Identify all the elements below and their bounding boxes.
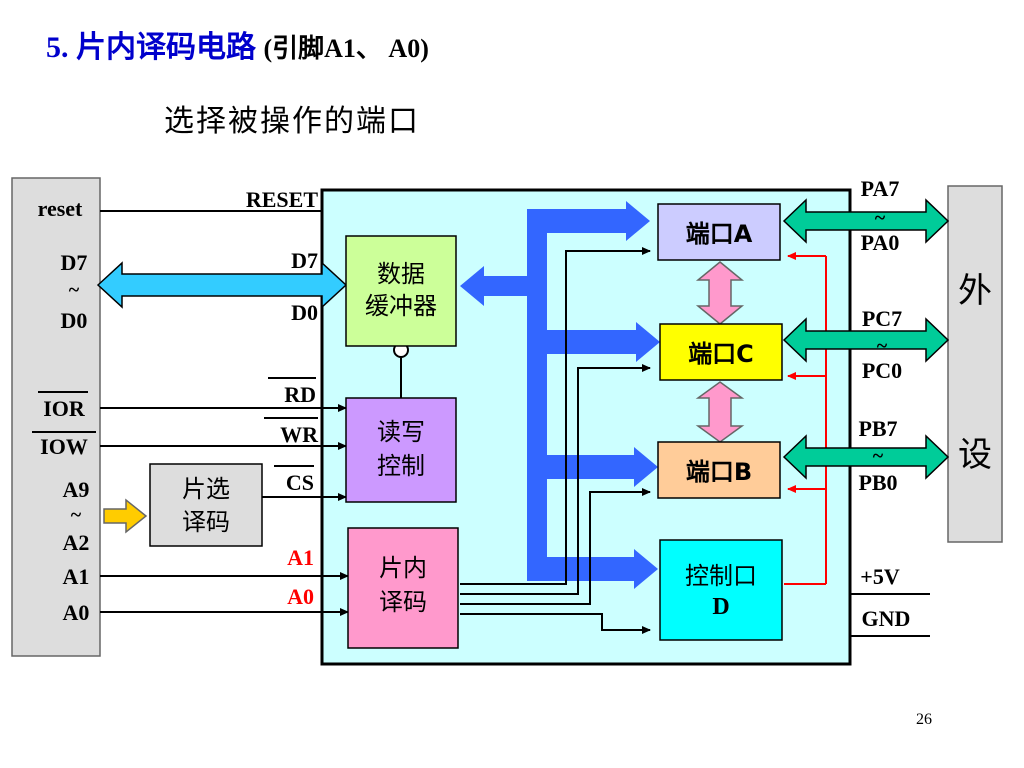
cpu-reset-label: reset <box>38 196 83 221</box>
decode-line-port-b <box>460 488 651 605</box>
pin-cs-label: CS <box>286 470 314 495</box>
peripheral-label-2: 设 <box>958 435 992 475</box>
rw-control-block <box>345 397 457 503</box>
port-a-block <box>657 203 781 261</box>
pin-vcc-label: +5V <box>860 564 900 589</box>
cpu-d7-label: D7 <box>61 250 88 275</box>
pin-wr-label: WR <box>280 422 319 447</box>
internal-decoder-label-2: 译码 <box>379 588 427 616</box>
pin-reset-label: RESET <box>246 187 318 212</box>
internal-decoder-block <box>347 527 459 649</box>
decode-line-control <box>460 613 651 634</box>
bus-to-port-c <box>547 322 660 362</box>
rw-control-label-1: 读写 <box>377 418 425 446</box>
data-buffer-label-2: 缓冲器 <box>365 292 437 320</box>
decode-line-port-c <box>460 364 651 595</box>
control-port-block <box>659 539 783 641</box>
title-paren: (引脚A1、 A0) <box>263 34 429 63</box>
pin-pc0-label: PC0 <box>862 358 902 383</box>
port-c-block <box>659 323 783 381</box>
cpu-data-tilde: ~ <box>69 279 80 301</box>
cpu-bus-panel <box>11 177 101 657</box>
bus-to-data-buffer <box>460 266 527 306</box>
pin-pa7-label: PA7 <box>861 176 900 201</box>
bus-to-port-a <box>547 201 650 241</box>
chip-select-label-2: 译码 <box>182 508 230 536</box>
pin-d7-label: D7 <box>291 248 318 273</box>
slide-title: 5. 片内译码电路 (引脚A1、 A0) <box>46 22 429 66</box>
pin-gnd-label: GND <box>862 606 911 631</box>
title-number: 5. <box>46 31 69 64</box>
port-a-label: 端口A <box>686 220 753 248</box>
chip-select-label-1: 片选 <box>182 475 230 503</box>
internal-decoder-label-1: 片内 <box>379 554 427 582</box>
port-c-bus <box>782 317 950 363</box>
pin-d0-label: D0 <box>291 300 318 325</box>
cpu-ior-label: IOR <box>43 396 86 421</box>
control-port-label-2: D <box>712 594 729 620</box>
port-b-label: 端口B <box>686 458 752 486</box>
pin-pc7-label: PC7 <box>862 306 902 331</box>
peripheral-label-1: 外 <box>958 271 992 311</box>
pin-pb-tilde: ~ <box>873 445 884 467</box>
bus-to-port-b <box>547 447 658 487</box>
internal-bus <box>527 209 547 581</box>
pin-pc-tilde: ~ <box>877 335 888 357</box>
rw-control-label-2: 控制 <box>377 452 425 480</box>
port-b-bus <box>782 434 950 480</box>
cpu-iow-label: IOW <box>40 434 88 459</box>
peripheral-panel <box>947 185 1003 543</box>
pin-a0-label: A0 <box>287 584 314 609</box>
decode-line-port-a <box>460 247 651 585</box>
control-port-label-1: 控制口 <box>685 562 757 590</box>
cpu-a2-label: A2 <box>63 530 90 555</box>
pin-pa0-label: PA0 <box>861 230 900 255</box>
port-a-bus <box>782 198 950 244</box>
title-text: 片内译码电路 <box>76 30 256 65</box>
cpu-a1-label: A1 <box>63 564 90 589</box>
port-b-block <box>657 441 781 499</box>
cpu-a9-label: A9 <box>63 477 90 502</box>
pin-a1-label: A1 <box>287 545 314 570</box>
pin-pa-tilde: ~ <box>875 207 886 229</box>
pin-rd-label: RD <box>284 382 316 407</box>
address-arrow <box>103 498 148 534</box>
data-buffer-label-1: 数据 <box>377 260 425 288</box>
pin-pb0-label: PB0 <box>858 470 897 495</box>
chip-select-decoder-block <box>149 463 263 547</box>
data-buffer-block <box>345 235 457 347</box>
page-number: 26 <box>916 711 932 728</box>
bus-to-control-port <box>547 549 658 589</box>
slide-subtitle: 选择被操作的端口 <box>164 104 420 139</box>
pin-pb7-label: PB7 <box>858 416 897 441</box>
cpu-d0-label: D0 <box>61 308 88 333</box>
cpu-addr-tilde: ~ <box>71 504 82 526</box>
cpu-a0-label: A0 <box>63 600 90 625</box>
port-c-label: 端口C <box>688 340 754 368</box>
